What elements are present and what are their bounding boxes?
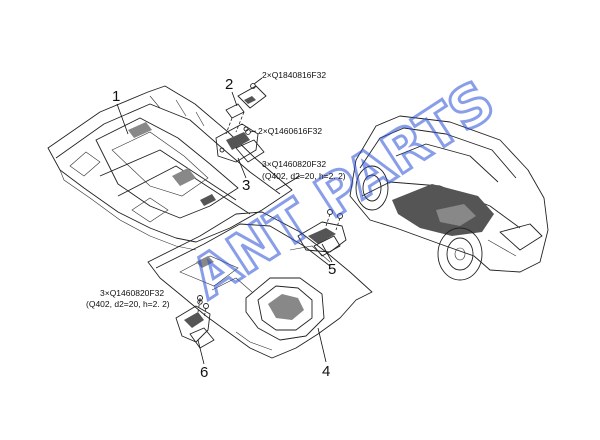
leader-lines [116,77,333,365]
callout-3: 3 [242,177,250,194]
bracket-part-3 [215,123,265,163]
bracket-part-2 [225,85,267,135]
bolt-icon [250,83,256,89]
car-illustration [349,115,549,281]
watermark-text: ANT PARTS [180,69,506,312]
note-part-6-line2: (Q402, d2=20, h=2. 2) [86,299,170,309]
callout-6: 6 [200,364,208,381]
note-part-6-line1: 3×Q1460820F32 [100,288,164,298]
note-part-3-line2: (Q402, d2=20, h=2. 2) [262,171,346,181]
callout-5: 5 [328,261,336,278]
front-floor-pan [47,85,293,251]
bolt-icon [245,129,251,135]
callout-1: 1 [112,88,120,105]
note-part-2b: 2×Q1460616F32 [258,126,322,136]
callout-2: 2 [225,76,233,93]
note-part-2: 2×Q1840816F32 [262,70,326,80]
callout-4: 4 [322,363,330,380]
rear-floor-pan [147,211,373,359]
note-part-3-line1: 3×Q1460820F32 [262,159,326,169]
bolt-icon [197,299,203,305]
bracket-part-6 [175,295,215,349]
bracket-part-5 [297,209,347,257]
